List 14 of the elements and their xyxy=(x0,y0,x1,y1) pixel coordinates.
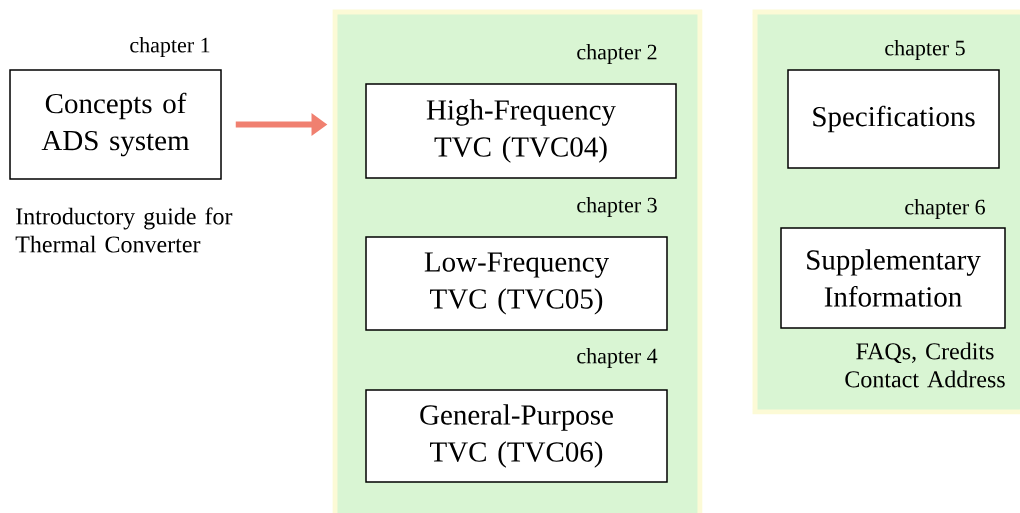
chapter-box: Specifications xyxy=(787,69,1000,169)
chapter-label: chapter 4 xyxy=(577,348,658,368)
chapter-label: chapter 6 xyxy=(905,199,985,219)
chapter-box: Concepts of ADS system xyxy=(9,69,222,180)
chapter-label: chapter 3 xyxy=(577,197,657,217)
chapter-box: Supplementary Information xyxy=(780,227,1006,329)
description-text: FAQs, Credits Contact Address xyxy=(845,342,1005,388)
chapter-label: chapter 1 xyxy=(130,37,210,57)
chapter-label: chapter 2 xyxy=(577,44,657,64)
chapter-box: High-Frequency TVC (TVC04) xyxy=(365,83,677,179)
chapter-box: General-Purpose TVC (TVC06) xyxy=(365,389,668,483)
description-text: Introductory guide for Thermal Converter xyxy=(15,207,233,253)
chapter-box: Low-Frequency TVC (TVC05) xyxy=(365,236,668,331)
chapter-label: chapter 5 xyxy=(885,40,965,60)
